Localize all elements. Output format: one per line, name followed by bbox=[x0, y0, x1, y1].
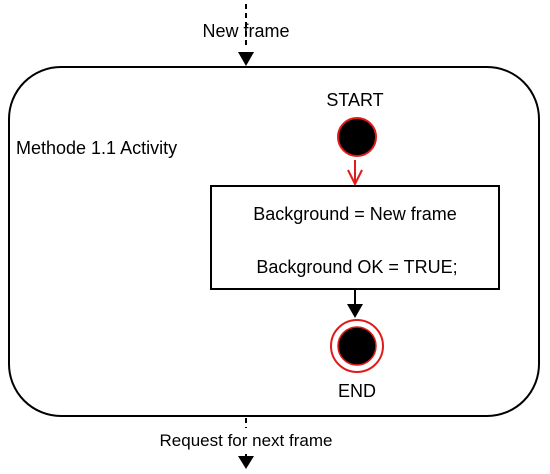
start-node bbox=[337, 117, 377, 157]
output-label-bg bbox=[140, 428, 354, 450]
start-node-label: START bbox=[326, 90, 383, 110]
input-flow-arrowhead bbox=[238, 52, 254, 66]
end-flow-arrowhead bbox=[347, 304, 363, 318]
output-flow-arrowhead bbox=[238, 456, 254, 469]
end-node bbox=[337, 326, 377, 366]
action-line-2: Background OK = TRUE; bbox=[256, 257, 457, 277]
output-flow-label: Request for next frame bbox=[160, 431, 333, 450]
end-node-label: END bbox=[338, 381, 376, 401]
start-flow-arrowhead bbox=[347, 169, 363, 187]
action-line-1: Background = New frame bbox=[253, 204, 457, 224]
action-node bbox=[210, 185, 500, 290]
activity-title: Methode 1.1 Activity bbox=[16, 138, 177, 158]
